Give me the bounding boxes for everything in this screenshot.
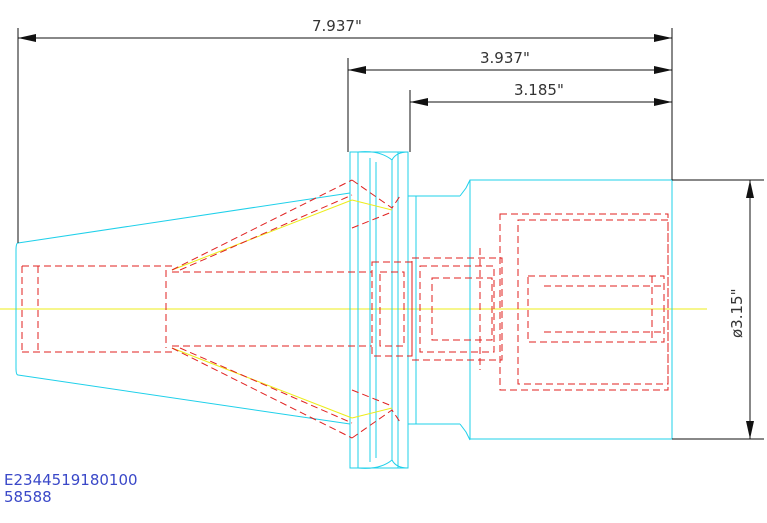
construction-lines <box>171 199 393 419</box>
flange-length-label: 3.937" <box>480 49 530 67</box>
diameter-label: ø3.15" <box>728 289 746 338</box>
gauge-length-label: 3.185" <box>514 81 564 99</box>
hidden-lines <box>21 179 669 439</box>
overall-length-label: 7.937" <box>312 17 362 35</box>
holder-outline <box>15 151 673 469</box>
dimension-lines <box>17 28 764 440</box>
item-code: 58588 <box>4 488 52 506</box>
part-number: E2344519180100 <box>4 471 138 489</box>
